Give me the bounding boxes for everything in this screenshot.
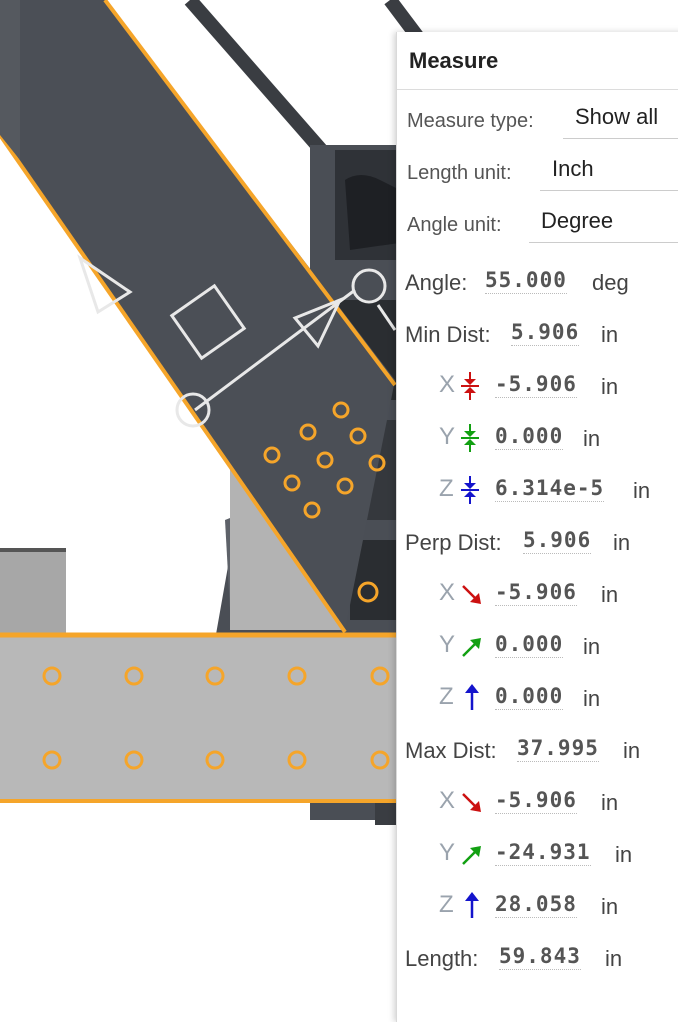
measure-type-value: Show all — [575, 104, 659, 129]
max-dist-value[interactable]: 37.995 — [517, 736, 599, 762]
perp-dist-y-unit: in — [583, 634, 601, 659]
perp-dist-z-value[interactable]: 0.000 — [495, 684, 564, 710]
min-dist-x-axis: X — [439, 371, 456, 398]
angle-unit-label: Angle unit: — [407, 214, 502, 236]
min-dist-unit: in — [601, 322, 619, 347]
measure-type-select[interactable]: Show all — [563, 96, 678, 139]
max-dist-x-unit: in — [601, 790, 619, 815]
z-direction-arrow-icon — [465, 684, 479, 710]
min-dist-y-unit: in — [583, 426, 601, 451]
max-dist-y-unit: in — [615, 842, 633, 867]
max-dist-y-axis: Y — [439, 839, 456, 866]
angle-unit-select[interactable]: Degree — [529, 200, 678, 243]
max-dist-z-unit: in — [601, 894, 619, 919]
angle-unit-row: Angle unit: Degree — [397, 200, 678, 243]
divider — [397, 89, 678, 90]
perp-dist-value[interactable]: 5.906 — [523, 528, 592, 554]
max-dist-z-axis: Z — [439, 891, 454, 918]
perp-dist-label: Perp Dist: — [405, 530, 502, 555]
length-unit-value: Inch — [552, 156, 594, 181]
z-converge-icon — [461, 476, 479, 504]
length-value[interactable]: 59.843 — [499, 944, 581, 970]
diagonal-beam[interactable] — [0, 0, 397, 634]
max-dist-unit: in — [623, 738, 641, 763]
max-dist-label: Max Dist: — [405, 738, 497, 763]
max-dist-x-value[interactable]: -5.906 — [495, 788, 577, 814]
angle-unit: deg — [592, 270, 629, 295]
y-direction-arrow-icon — [462, 846, 481, 865]
max-dist-x-axis: X — [439, 787, 456, 814]
perp-dist-z-axis: Z — [439, 683, 454, 710]
perp-dist-unit: in — [613, 530, 631, 555]
perp-dist-y-value[interactable]: 0.000 — [495, 632, 564, 658]
perp-dist-y-axis: Y — [439, 631, 456, 658]
max-dist-z-value[interactable]: 28.058 — [495, 892, 577, 918]
min-dist-value[interactable]: 5.906 — [511, 320, 580, 346]
measure-panel: Measure Measure type: Show all Length un… — [396, 32, 678, 1022]
x-direction-arrow-icon — [462, 793, 481, 812]
strut[interactable] — [184, 0, 336, 165]
angle-value[interactable]: 55.000 — [485, 268, 567, 294]
panel-title: Measure — [409, 48, 499, 73]
min-dist-label: Min Dist: — [405, 322, 491, 347]
hole-markers — [42, 401, 390, 770]
min-dist-x-value[interactable]: -5.906 — [495, 372, 577, 398]
angle-unit-value: Degree — [541, 208, 614, 233]
measure-type-row: Measure type: Show all — [397, 96, 678, 139]
y-converge-icon — [461, 424, 479, 452]
measure-gizmo — [77, 254, 397, 428]
side-block[interactable] — [0, 550, 66, 635]
max-dist-y-value[interactable]: -24.931 — [495, 840, 591, 866]
length-unit: in — [605, 946, 623, 971]
length-label: Length: — [405, 946, 479, 971]
z-direction-arrow-icon — [465, 892, 479, 918]
perp-dist-x-unit: in — [601, 582, 619, 607]
min-dist-z-unit: in — [633, 478, 651, 503]
length-unit-row: Length unit: Inch — [397, 148, 678, 191]
horizontal-beam[interactable] — [0, 632, 410, 803]
min-dist-z-axis: Z — [439, 475, 454, 502]
length-unit-label: Length unit: — [407, 162, 512, 184]
min-dist-z-value[interactable]: 6.314e-5 — [495, 476, 605, 502]
measure-type-label: Measure type: — [407, 110, 534, 132]
perp-dist-z-unit: in — [583, 686, 601, 711]
min-dist-x-unit: in — [601, 374, 619, 399]
y-direction-arrow-icon — [462, 638, 481, 657]
length-unit-select[interactable]: Inch — [540, 148, 678, 191]
perp-dist-x-axis: X — [439, 579, 456, 606]
x-direction-arrow-icon — [462, 585, 481, 604]
min-dist-y-axis: Y — [439, 423, 456, 450]
perp-dist-x-value[interactable]: -5.906 — [495, 580, 577, 606]
angle-label: Angle: — [405, 270, 468, 295]
min-dist-y-value[interactable]: 0.000 — [495, 424, 564, 450]
x-converge-icon — [461, 372, 479, 400]
